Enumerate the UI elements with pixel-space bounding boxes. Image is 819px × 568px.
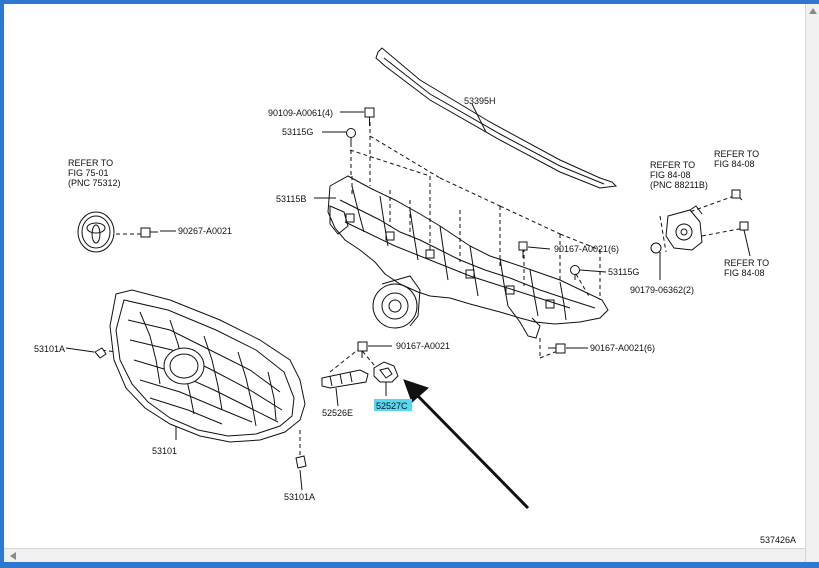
refer-left-line2: FIG 75-01: [68, 168, 109, 178]
vertical-scrollbar[interactable]: [805, 4, 819, 562]
scroll-left-icon[interactable]: [10, 552, 16, 560]
bolt-upper[interactable]: [364, 107, 375, 126]
window-frame-top: [0, 0, 819, 4]
label-top-strip: 53395H: [464, 96, 496, 106]
refer-r2-line2: FIG 84-08: [714, 159, 755, 169]
duct-part[interactable]: [321, 369, 369, 407]
retainer-right[interactable]: [570, 265, 580, 281]
horizontal-scrollbar[interactable]: [4, 548, 805, 562]
label-clip-selected: 52527C: [376, 401, 408, 411]
scroll-up-icon[interactable]: [809, 8, 817, 14]
refer-left-line3: (PNC 75312): [68, 178, 121, 188]
label-retainer-upper: 53115G: [282, 127, 313, 137]
bolt-sensor-upper[interactable]: [731, 189, 741, 199]
clip-bottom[interactable]: [295, 455, 307, 469]
label-bracket-bolt: 90109-A0061(4): [268, 108, 333, 118]
labels: REFER TO FIG 75-01 (PNC 75312) 90267-A00…: [34, 96, 796, 545]
bolt-sensor-lower[interactable]: [739, 221, 749, 231]
leader-lines: [65, 111, 751, 491]
label-sensor-nut: 90179-06362(2): [630, 285, 694, 295]
top-strip-part[interactable]: [375, 47, 618, 189]
diagram-svg: REFER TO FIG 75-01 (PNC 75312) 90267-A00…: [34, 47, 796, 545]
refer-r1-line3: (PNC 88211B): [650, 180, 708, 190]
grille-part[interactable]: [109, 289, 306, 443]
figure-id: 537426A: [760, 535, 796, 545]
emblem-part[interactable]: [77, 211, 115, 253]
nut-sensor[interactable]: [650, 242, 662, 254]
label-center-bolt: 90167-A0021(6): [554, 244, 619, 254]
window-frame-left: [0, 0, 4, 568]
label-retainer-right: 53115G: [608, 267, 639, 277]
label-clip-bottom: 53101A: [284, 492, 315, 502]
sensor-bracket-part[interactable]: [665, 205, 703, 251]
label-duct: 52526E: [322, 408, 353, 418]
parts-diagram: REFER TO FIG 75-01 (PNC 75312) 90267-A00…: [4, 4, 805, 548]
clip-52527c-part[interactable]: [373, 361, 399, 396]
guide-lines: [101, 122, 745, 460]
refer-r1-line1: REFER TO: [650, 160, 695, 170]
bolt-lower[interactable]: [357, 341, 368, 358]
label-emblem-bolt: 90267-A0021: [178, 226, 232, 236]
label-support: 53115B: [276, 194, 306, 204]
refer-r3-line2: FIG 84-08: [724, 268, 765, 278]
clip-left[interactable]: [94, 347, 107, 359]
refer-r1-line2: FIG 84-08: [650, 170, 691, 180]
label-lower-bolt: 90167-A0021: [396, 341, 450, 351]
selected-part-highlight[interactable]: [374, 399, 412, 411]
retainer-upper[interactable]: [346, 128, 356, 145]
label-clip-left: 53101A: [34, 344, 65, 354]
bolt-bottom[interactable]: [548, 343, 566, 354]
bolt-emblem[interactable]: [140, 227, 158, 238]
label-bottom-bolt: 90167-A0021(6): [590, 343, 655, 353]
refer-left-line1: REFER TO: [68, 158, 113, 168]
refer-r2-line1: REFER TO: [714, 149, 759, 159]
window-frame-bottom: [0, 562, 819, 568]
label-grille: 53101: [152, 446, 177, 456]
radiator-support-part[interactable]: [327, 175, 609, 339]
leader-top-strip: [471, 103, 487, 133]
bolt-center[interactable]: [518, 241, 528, 258]
refer-r3-line1: REFER TO: [724, 258, 769, 268]
pointer-arrow: [403, 379, 530, 510]
